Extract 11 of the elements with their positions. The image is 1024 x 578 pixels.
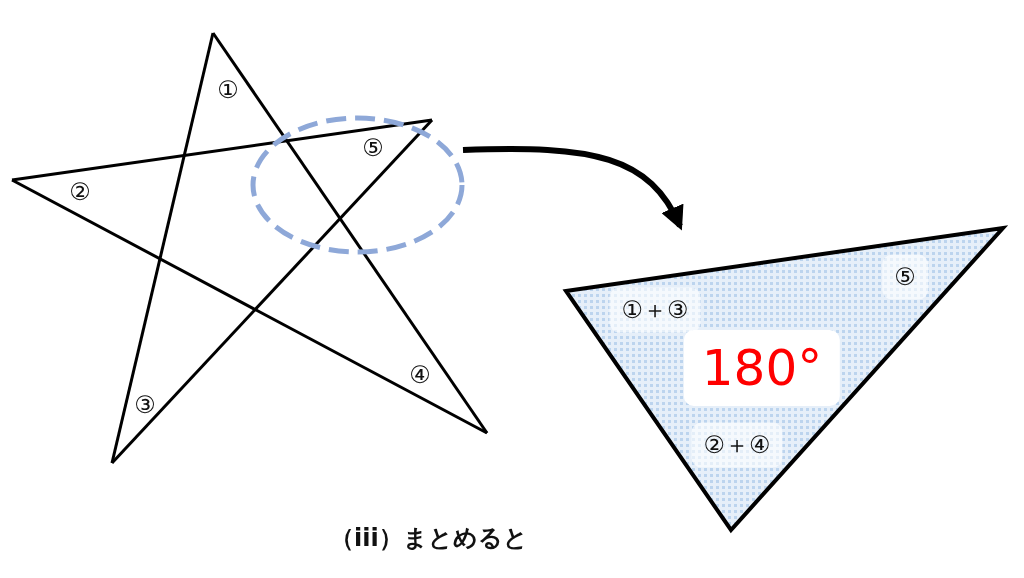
angle-number: ⑤ (362, 136, 384, 160)
angle-number: ② (69, 180, 91, 204)
angle-text: ②＋④ (691, 422, 783, 468)
angle-number: ① (217, 78, 239, 102)
angle-text: ⑤ (882, 254, 928, 300)
angle-sum-text: 180° (683, 330, 841, 406)
angle-number: ④ (409, 363, 431, 387)
arrow (462, 146, 683, 231)
angle-number: ③ (134, 393, 156, 417)
caption: （iii）まとめると (330, 523, 528, 554)
angle-text: ①＋③ (609, 287, 701, 333)
